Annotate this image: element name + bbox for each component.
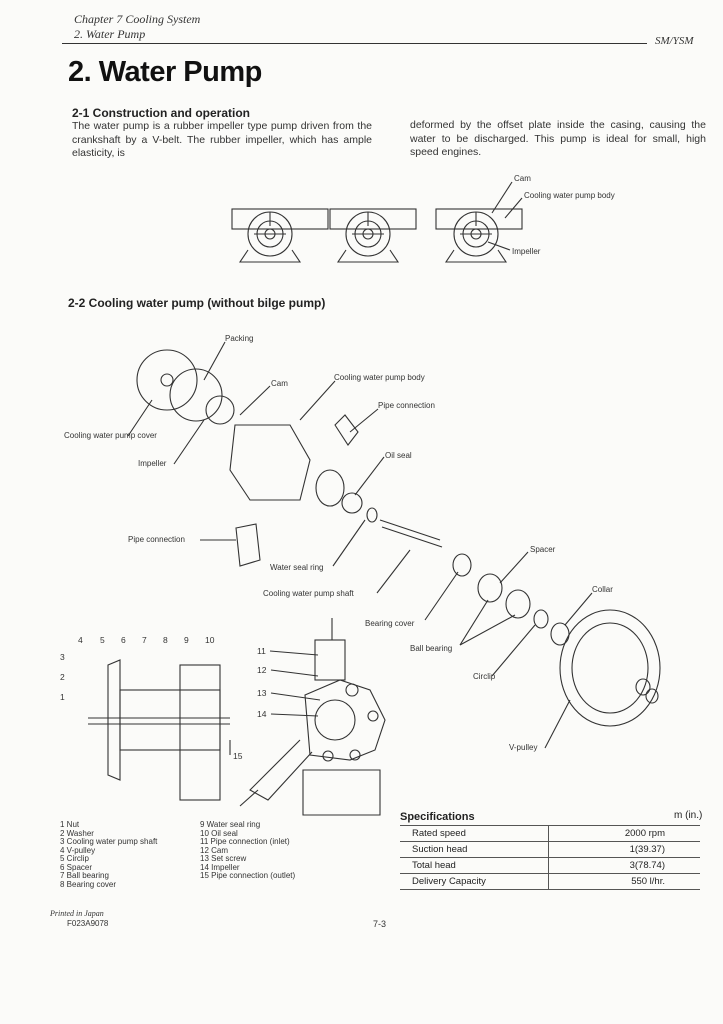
legend-item: 6 Spacer xyxy=(60,862,93,872)
label-oil-seal: Oil seal xyxy=(385,451,412,460)
page-title: 2. Water Pump xyxy=(68,56,262,88)
callout-6: 6 xyxy=(121,635,126,645)
table-row: Delivery Capacity 550 l/hr. xyxy=(400,873,700,890)
table-row: Rated speed 2000 rpm xyxy=(400,825,700,842)
label-packing: Packing xyxy=(225,334,254,343)
legend-item: 7 Ball bearing xyxy=(60,871,109,880)
label-body-top: Cooling water pump body xyxy=(524,191,615,200)
callout-7: 7 xyxy=(142,635,147,645)
label-impeller-top: Impeller xyxy=(512,247,541,256)
spec-value: 2000 rpm xyxy=(548,825,700,842)
label-bearing-cover: Bearing cover xyxy=(365,619,415,628)
specifications-title: Specifications xyxy=(400,811,475,823)
operation-diagram-1 xyxy=(231,208,329,263)
legend-item: 9 Water seal ring xyxy=(200,820,261,829)
operation-diagram-2 xyxy=(329,208,417,263)
legend-item: 13 Set screw xyxy=(200,854,247,863)
table-row: Total head 3(78.74) xyxy=(400,857,700,874)
legend-item: 3 Cooling water pump shaft xyxy=(60,837,158,846)
sectional-view xyxy=(88,659,231,801)
spec-value: 3(78.74) xyxy=(548,857,700,874)
label-pump-body: Cooling water pump body xyxy=(334,373,425,382)
label-impeller: Impeller xyxy=(138,459,167,468)
legend-item: 14 Impeller xyxy=(200,862,240,872)
parts-legend-right: 9 Water seal ring 10 Oil seal 11 Pipe co… xyxy=(200,820,296,881)
label-pump-cover: Cooling water pump cover xyxy=(64,431,157,440)
callout-12: 12 xyxy=(257,665,267,675)
section-heading-construction: 2-1 Construction and operation xyxy=(72,106,251,120)
chapter-header: Chapter 7 Cooling System xyxy=(74,12,201,26)
label-pipe-connection-2: Pipe connection xyxy=(128,535,185,544)
callout-13: 13 xyxy=(257,688,267,698)
callout-8: 8 xyxy=(163,635,168,645)
legend-item: 10 Oil seal xyxy=(200,828,238,838)
callout-3: 3 xyxy=(60,652,65,662)
specifications-table: Rated speed 2000 rpm Suction head 1(39.3… xyxy=(400,825,700,890)
label-pump-shaft: Cooling water pump shaft xyxy=(263,589,354,598)
callout-9: 9 xyxy=(184,635,189,645)
spec-value: 1(39.37) xyxy=(548,841,700,858)
label-ball-bearing: Ball bearing xyxy=(410,644,453,653)
callout-2: 2 xyxy=(60,672,65,682)
header-rule xyxy=(62,43,647,44)
callout-15: 15 xyxy=(233,751,243,761)
model-label: SM/YSM xyxy=(655,35,694,47)
callout-1: 1 xyxy=(60,692,65,702)
legend-item: 12 Cam xyxy=(200,845,229,855)
callout-5: 5 xyxy=(100,635,105,645)
spec-label: Delivery Capacity xyxy=(400,873,549,890)
section-header: 2. Water Pump xyxy=(74,27,146,41)
label-cam-top: Cam xyxy=(514,174,531,183)
label-spacer: Spacer xyxy=(530,545,556,554)
paragraph-right: deformed by the offset plate inside the … xyxy=(410,119,706,158)
label-cam: Cam xyxy=(271,379,288,388)
legend-item: 4 V-pulley xyxy=(60,845,96,855)
spec-value: 550 l/hr. xyxy=(548,873,700,890)
label-water-seal-ring: Water seal ring xyxy=(270,563,324,572)
spec-label: Total head xyxy=(400,857,549,874)
parts-legend-left: 1 Nut 2 Washer 3 Cooling water pump shaf… xyxy=(60,820,158,889)
label-circlip: Circlip xyxy=(473,672,496,681)
legend-item: 11 Pipe connection (inlet) xyxy=(200,837,290,846)
label-v-pulley: V-pulley xyxy=(509,743,538,752)
callout-11: 11 xyxy=(257,646,266,656)
printed-in: Printed in Japan xyxy=(50,909,104,918)
label-pipe-connection-1: Pipe connection xyxy=(378,401,435,410)
label-collar: Collar xyxy=(592,585,613,594)
table-row: Suction head 1(39.37) xyxy=(400,841,700,858)
legend-item: 8 Bearing cover xyxy=(60,879,117,889)
legend-item: 15 Pipe connection (outlet) xyxy=(200,871,296,880)
callout-14: 14 xyxy=(257,709,267,719)
exploded-view xyxy=(127,341,661,749)
paragraph-left: The water pump is a rubber impeller type… xyxy=(72,120,372,159)
operation-diagram-3 xyxy=(435,208,523,263)
front-view xyxy=(239,618,386,816)
section-heading-cooling-pump: 2-2 Cooling water pump (without bilge pu… xyxy=(68,296,326,310)
specifications-unit: m (in.) xyxy=(674,810,703,821)
legend-item: 5 Circlip xyxy=(60,854,89,863)
legend-item: 1 Nut xyxy=(60,820,80,829)
document-code: F023A9078 xyxy=(67,919,109,928)
page-number: 7-3 xyxy=(373,919,387,929)
legend-item: 2 Washer xyxy=(60,828,94,838)
spec-label: Rated speed xyxy=(400,825,549,842)
callout-4: 4 xyxy=(78,635,83,645)
spec-label: Suction head xyxy=(400,841,549,858)
callout-10: 10 xyxy=(205,635,215,645)
